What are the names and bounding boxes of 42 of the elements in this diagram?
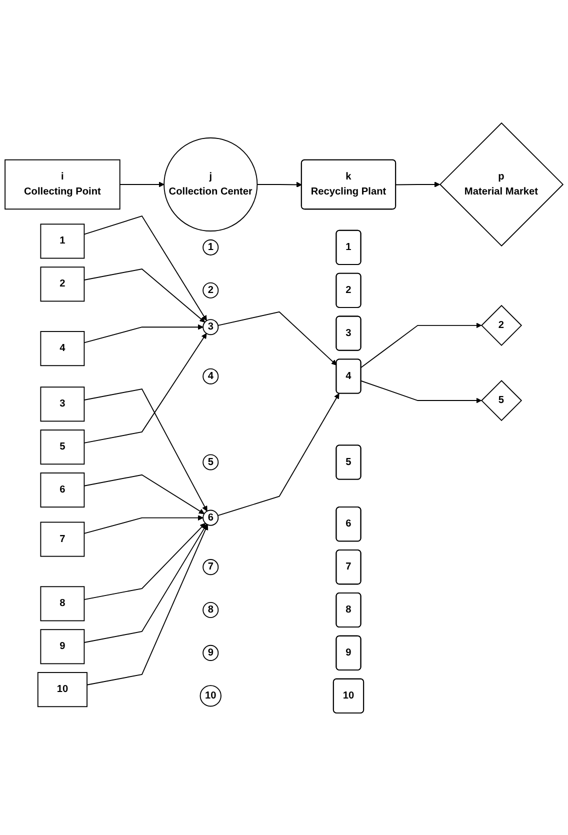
node-box: 1 xyxy=(40,223,85,258)
arrow xyxy=(84,522,206,600)
node-circle: 9 xyxy=(202,644,219,660)
node-box: 9 xyxy=(40,628,85,664)
arrow xyxy=(84,524,207,642)
arrow xyxy=(86,524,208,685)
arrow xyxy=(119,181,164,187)
node-diamond: p Material Market xyxy=(439,122,564,246)
node-circle: 5 xyxy=(202,454,219,470)
node-box: 4 xyxy=(40,330,85,366)
arrow xyxy=(360,380,482,403)
node-circle: 7 xyxy=(202,558,219,575)
node-box: 3 xyxy=(40,386,85,422)
node-circle: 10 xyxy=(200,684,222,706)
node-box: 10 xyxy=(37,672,88,707)
arrow xyxy=(395,181,440,187)
node-circle: 3 xyxy=(202,318,219,335)
arrow xyxy=(84,388,208,511)
arrow xyxy=(84,332,207,443)
node-box: 7 xyxy=(40,521,85,556)
node-box: 8 xyxy=(40,586,85,621)
node-circle: j Collection Center xyxy=(164,136,258,231)
arrow xyxy=(218,310,337,365)
node-box: 5 xyxy=(40,429,85,464)
arrow xyxy=(84,324,204,343)
node-diamond: 2 xyxy=(481,304,522,346)
node-circle: 1 xyxy=(202,238,219,255)
arrow xyxy=(84,214,207,320)
arrow xyxy=(360,322,482,368)
node-circle: 4 xyxy=(202,368,219,384)
arrow xyxy=(256,181,302,187)
arrow xyxy=(84,474,204,514)
node-circle: 2 xyxy=(202,282,219,298)
node-box: i Collecting Point xyxy=(4,158,120,210)
node-box: 2 xyxy=(40,266,85,302)
arrow xyxy=(84,268,206,322)
node-circle: 6 xyxy=(202,509,219,526)
arrow xyxy=(84,514,204,534)
node-diamond: 5 xyxy=(481,380,522,421)
node-box: 6 xyxy=(40,472,85,508)
node-circle: 8 xyxy=(202,601,219,618)
arrow xyxy=(217,392,340,516)
